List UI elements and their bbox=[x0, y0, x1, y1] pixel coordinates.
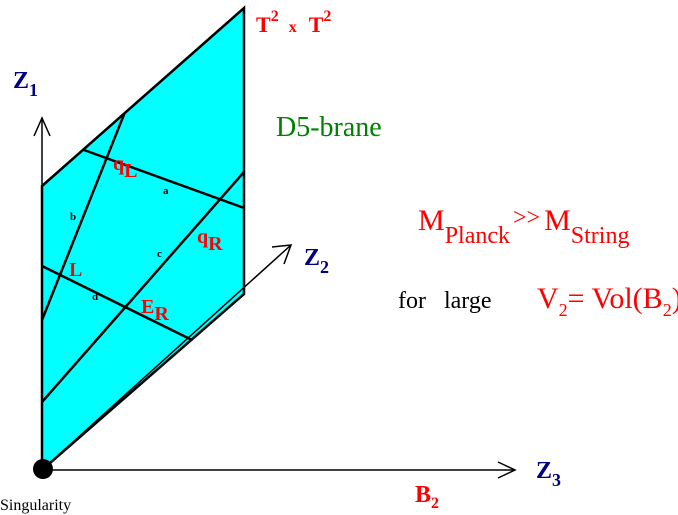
z2-arrowhead bbox=[271, 244, 293, 265]
volume-formula: V2= Vol(B2) bbox=[537, 282, 678, 320]
line-a bbox=[83, 148, 244, 210]
z2-axis bbox=[41, 244, 292, 471]
c-label: c bbox=[157, 248, 162, 260]
singularity-point bbox=[33, 459, 53, 479]
a-label: a bbox=[163, 185, 169, 197]
b2-label: B2 bbox=[415, 482, 439, 512]
qR-label: qR bbox=[197, 226, 223, 255]
z3-label: Z3 bbox=[536, 458, 561, 490]
L-label: L bbox=[69, 259, 82, 281]
line-c bbox=[42, 171, 244, 403]
line-d bbox=[42, 264, 193, 342]
singularity-label: Singularity bbox=[0, 497, 71, 514]
z2-label: Z2 bbox=[304, 245, 329, 277]
b-label: b bbox=[70, 211, 76, 223]
ER-label: ER bbox=[141, 296, 169, 325]
qL-label: qL bbox=[113, 153, 137, 182]
d5-brane-label: D5-brane bbox=[276, 112, 382, 143]
mass-hierarchy-formula: MPlanck>>MString bbox=[418, 204, 629, 249]
z1-arrowhead bbox=[33, 116, 51, 137]
z1-label: Z1 bbox=[13, 68, 38, 100]
z3-arrowhead bbox=[497, 461, 517, 479]
line-b bbox=[42, 111, 127, 321]
d-label: d bbox=[92, 291, 98, 303]
